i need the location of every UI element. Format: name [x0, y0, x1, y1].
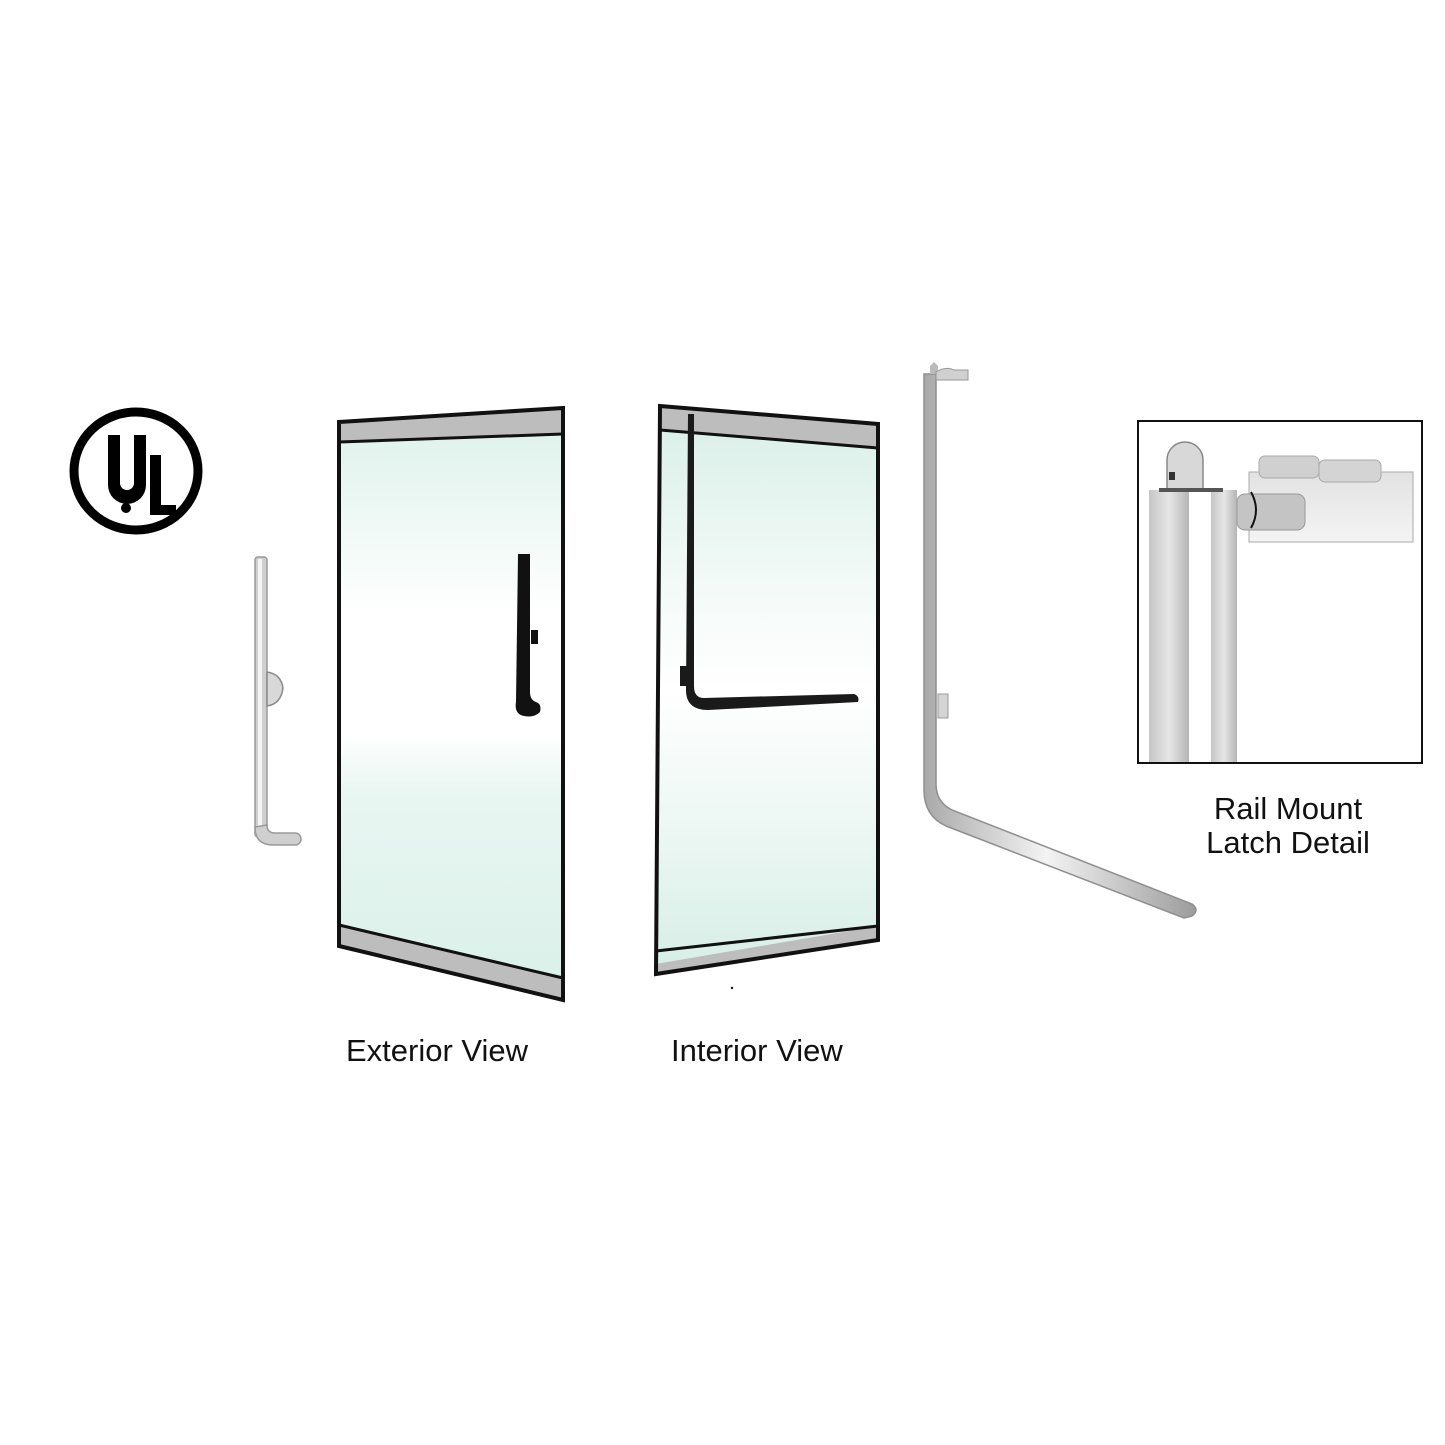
- exterior-pull-handle: [254, 556, 302, 846]
- interior-view-label: Interior View: [671, 1033, 843, 1068]
- exterior-view-label: Exterior View: [346, 1033, 529, 1068]
- latch-detail-illustration: [1149, 441, 1414, 762]
- ul-logo-icon: [69, 407, 203, 535]
- interior-door-diagram: [653, 403, 880, 990]
- latch-detail-label: Rail Mount Latch Detail: [1158, 792, 1418, 860]
- exterior-door-diagram: [337, 405, 565, 1003]
- latch-detail-box: [1137, 420, 1423, 764]
- latch-detail-label-line2: Latch Detail: [1206, 825, 1370, 860]
- latch-detail-label-line1: Rail Mount: [1213, 791, 1363, 826]
- rail-mount-assembly: [923, 362, 1197, 919]
